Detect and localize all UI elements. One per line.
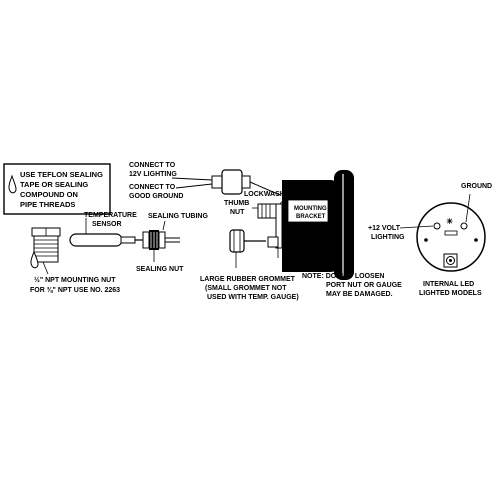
connect-lighting-label-1: CONNECT TO	[129, 162, 176, 169]
plus12-terminal	[433, 222, 441, 230]
mounting-bracket-label-2: BRACKET	[296, 214, 326, 220]
light-socket	[171, 169, 281, 196]
temperature-sensor-label-2: SENSOR	[92, 221, 122, 228]
thumb-nut	[257, 203, 277, 219]
plus12-lighting-label-2: LIGHTING	[371, 234, 405, 241]
thumb-nut-label-2: NUT	[230, 209, 245, 216]
grommet-label-3: USED WITH TEMP. GAUGE)	[207, 294, 299, 301]
led-models-label-1: INTERNAL LED	[423, 281, 474, 288]
drop-icon	[30, 250, 39, 269]
gauge-side-view	[267, 170, 354, 280]
notice-line-2: TAPE OR SEALING	[20, 180, 88, 189]
lockwasher-label: LOCKWASHER	[244, 191, 295, 198]
mounting-bracket-label-1: MOUNTING	[294, 206, 327, 212]
sealing-tubing	[165, 237, 180, 243]
port-nut-label: PORT NUT	[283, 257, 320, 264]
grommet-label-2: (SMALL GROMMET NOT	[205, 285, 287, 292]
temperature-sensor-label-1: TEMPERATURE	[84, 212, 137, 219]
rubber-grommet	[229, 229, 266, 253]
connect-lighting-label-2: 12V LIGHTING	[129, 171, 177, 178]
temperature-sensor	[69, 233, 143, 247]
mounting-nut-label-1: ½" NPT MOUNTING NUT	[34, 276, 116, 284]
note-line-1: NOTE: DO NOT LOOSEN	[302, 273, 384, 280]
sealing-nut	[142, 230, 166, 250]
connect-ground-label-1: CONNECT TO	[129, 184, 176, 191]
notice-line-1: USE TEFLON SEALING	[20, 170, 103, 179]
sealing-nut-label: SEALING NUT	[136, 266, 184, 273]
mounting-nut-label-2: FOR ⅜" NPT USE NO. 2263	[30, 287, 120, 294]
notice-line-3: COMPOUND ON	[20, 190, 78, 199]
thumb-nut-label-1: THUMB	[224, 200, 249, 207]
led-models-label-2: LIGHTED MODELS	[419, 290, 482, 297]
note-line-2: PORT NUT OR GAUGE	[326, 282, 402, 289]
sealing-tubing-label: SEALING TUBING	[148, 213, 208, 220]
connect-ground-label-2: GOOD GROUND	[129, 193, 183, 200]
drop-icon	[8, 174, 17, 194]
grommet-label-1: LARGE RUBBER GROMMET	[200, 276, 296, 283]
ground-terminal	[460, 222, 468, 230]
notice-line-4: PIPE THREADS	[20, 200, 75, 209]
led-symbol-icon: ☀	[446, 217, 453, 226]
mounting-nut	[31, 227, 61, 263]
gauge-back-view: ☀	[416, 202, 486, 272]
ground-label: GROUND	[461, 183, 492, 190]
plus12-lighting-label-1: +12 VOLT	[368, 225, 401, 232]
note-line-3: MAY BE DAMAGED.	[326, 291, 393, 298]
teflon-notice-box: USE TEFLON SEALING TAPE OR SEALING COMPO…	[3, 163, 111, 215]
